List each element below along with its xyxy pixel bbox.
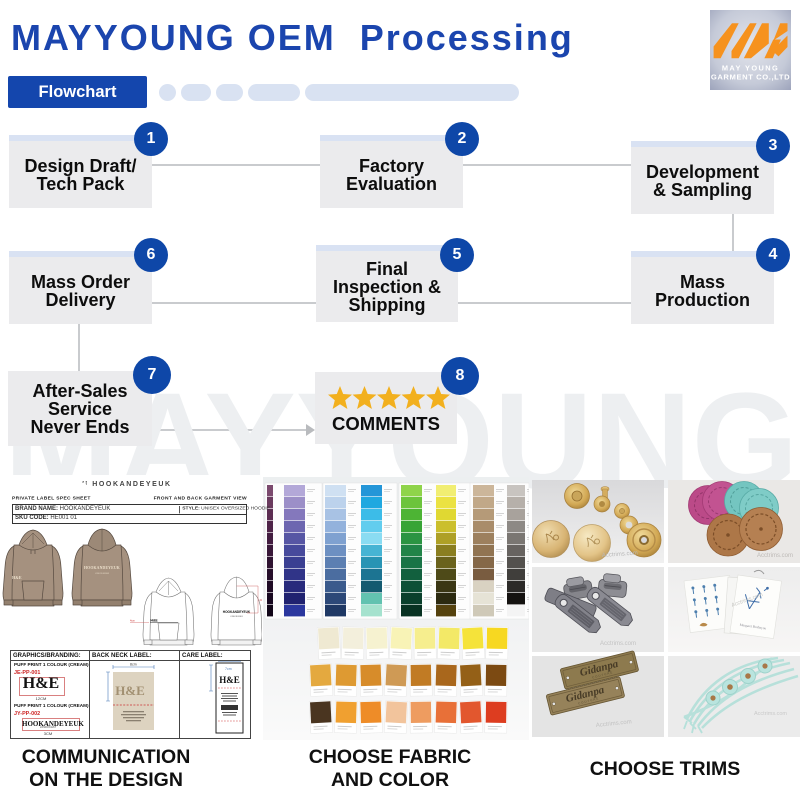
svg-text:LONDON ESSEX: LONDON ESSEX [95, 573, 110, 575]
svg-text:Acctrims.com: Acctrims.com [757, 553, 793, 559]
svg-text:HOOKANDEYEUK: HOOKANDEYEUK [84, 566, 120, 570]
svg-text:Acctrims.com: Acctrims.com [602, 550, 638, 558]
svg-text:MAY YOUNG: MAY YOUNG [722, 64, 779, 73]
svg-text:HOOKANDEYEUK: HOOKANDEYEUK [223, 610, 251, 614]
svg-text:4cm: 4cm [130, 619, 135, 623]
svg-text:24: 24 [260, 598, 263, 602]
svg-text:H&E: H&E [219, 675, 240, 685]
svg-text:H&E: H&E [115, 683, 145, 698]
svg-text:H&E: H&E [151, 619, 159, 623]
svg-text:Acctrims.com: Acctrims.com [754, 711, 787, 717]
svg-text:COUTURE: COUTURE [592, 670, 614, 679]
svg-text:Acctrims.com: Acctrims.com [600, 641, 636, 647]
svg-text:COUTURE: COUTURE [578, 696, 600, 705]
svg-text:LONDON ESSEX: LONDON ESSEX [230, 616, 244, 618]
svg-text:GARMENT CO.,LTD: GARMENT CO.,LTD [711, 73, 790, 82]
svg-text:7cm: 7cm [225, 667, 232, 671]
svg-text:H&E: H&E [12, 575, 22, 580]
svg-text:8cm: 8cm [130, 663, 137, 667]
svg-text:Acctrims.com: Acctrims.com [596, 719, 632, 729]
svg-text:Margaret Bosbayou: Margaret Bosbayou [739, 623, 766, 631]
